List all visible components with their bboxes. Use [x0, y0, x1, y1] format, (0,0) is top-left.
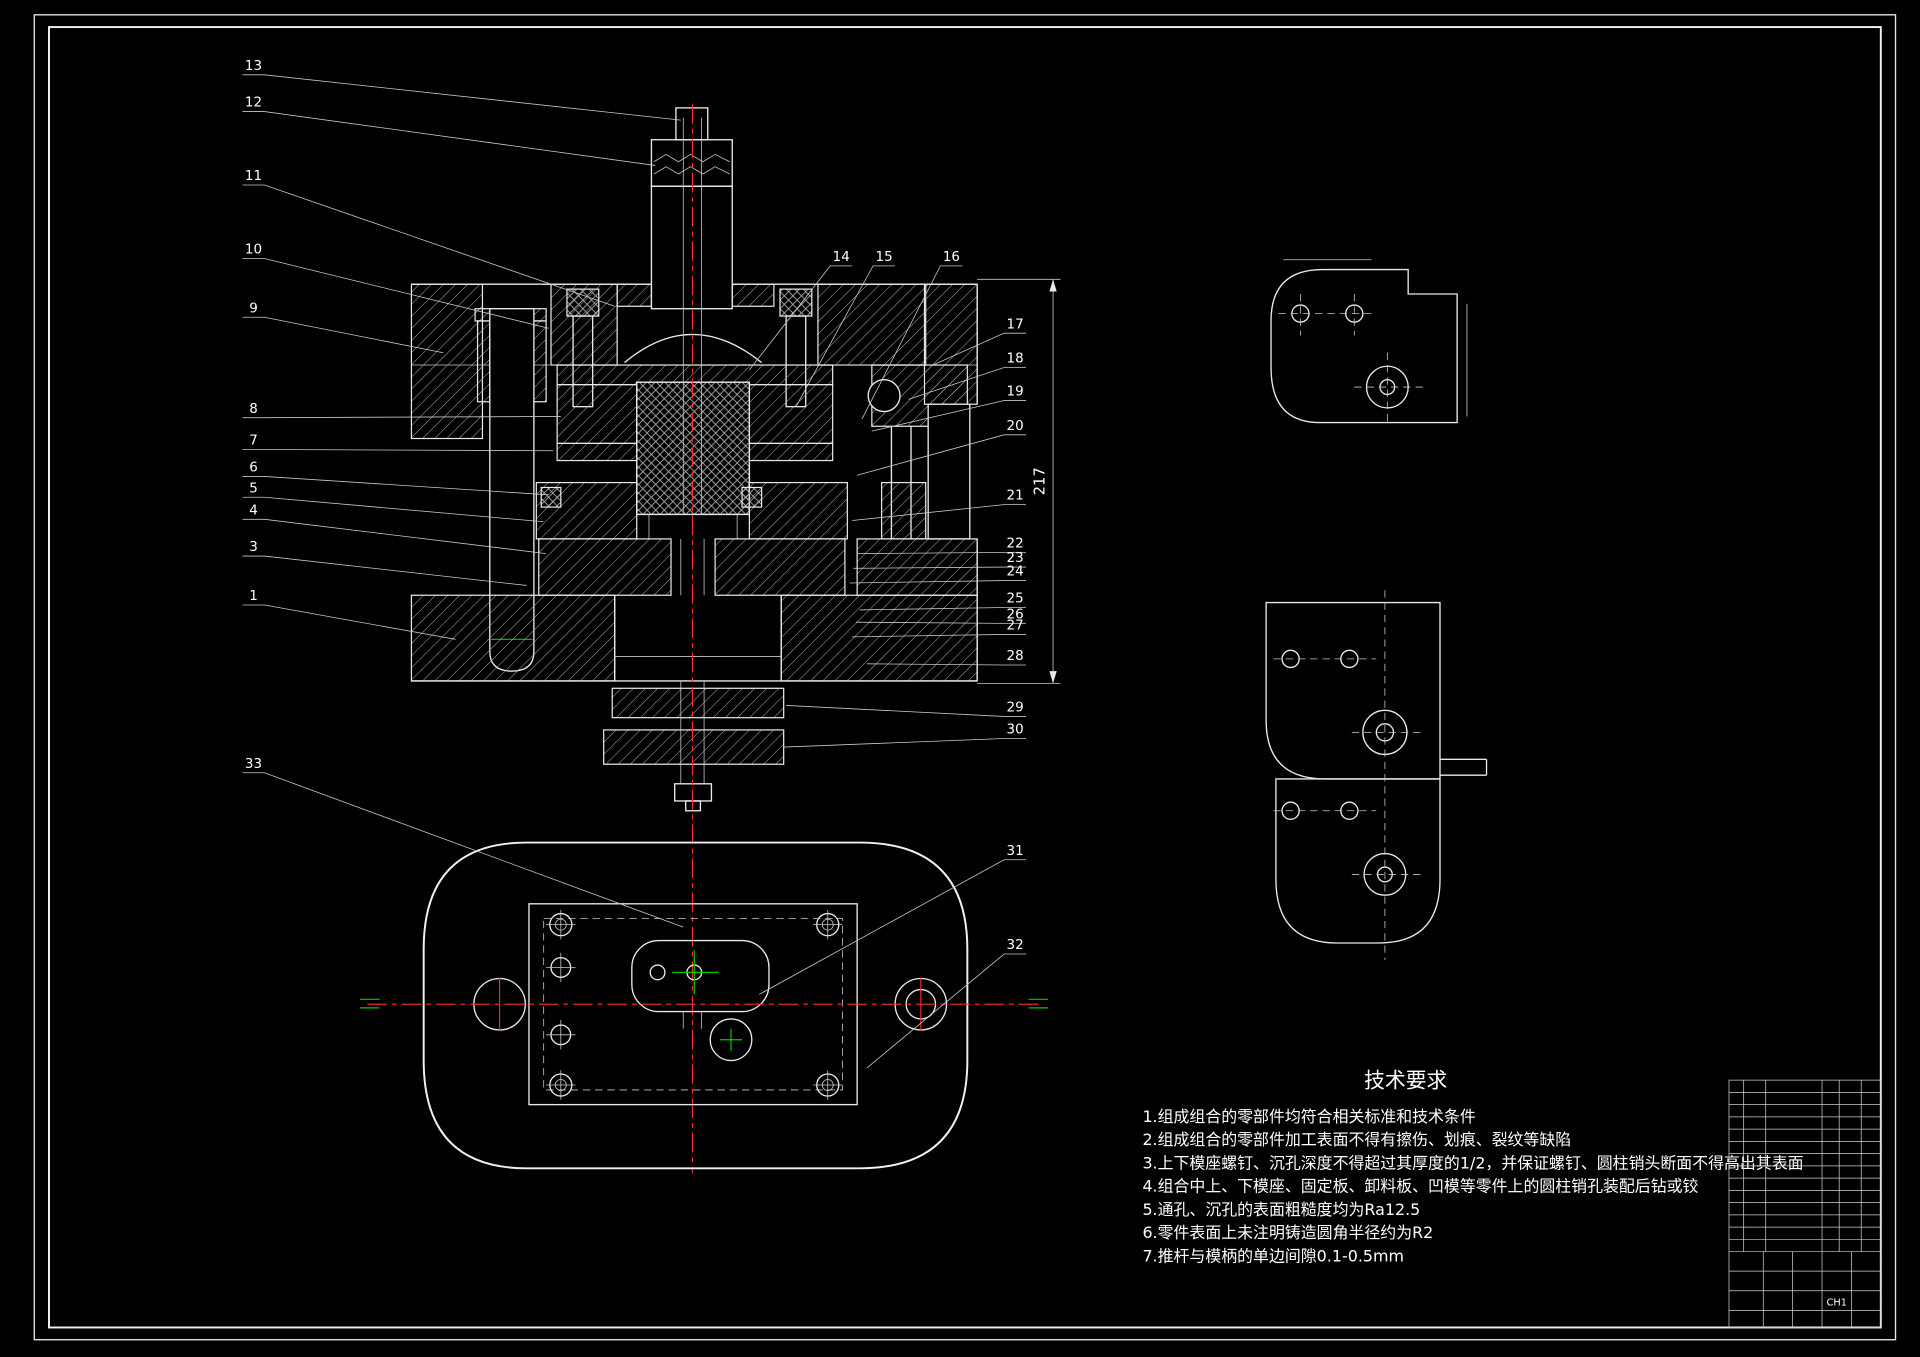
- callout-26: 26: [1007, 608, 1024, 623]
- screw-head-left: [566, 288, 600, 317]
- handle-seat-dome: [624, 333, 763, 364]
- callout-25: 25: [1007, 592, 1024, 607]
- tech-req-item-4: 4.组合中上、下模座、固定板、卸料板、凹模等零件上的圆柱销孔装配后钻或铰: [1142, 1177, 1698, 1196]
- section-cut-marks: [360, 998, 1049, 1009]
- callout-5: 5: [249, 481, 258, 496]
- title-block: CH1: [1728, 1079, 1882, 1328]
- bracket-outline-upper: [1265, 601, 1441, 780]
- right-guide-pillar: [927, 403, 971, 540]
- tech-req-item-3: 3.上下模座螺钉、沉孔深度不得超过其厚度的1/2，并保证螺钉、圆柱销头断面不得高…: [1142, 1153, 1803, 1172]
- callout-3: 3: [249, 540, 258, 555]
- callout-14: 14: [833, 250, 850, 265]
- tech-requirements-title: 技术要求: [1364, 1068, 1447, 1092]
- tech-req-item-5: 5.通孔、沉孔的表面粗糙度均为Ra12.5: [1142, 1200, 1420, 1219]
- callout-27: 27: [1007, 619, 1024, 634]
- callout-32: 32: [1007, 938, 1024, 953]
- callout-21: 21: [1007, 489, 1024, 504]
- callout-4: 4: [249, 503, 258, 518]
- callout-1: 1: [249, 589, 258, 604]
- plan-view: [360, 841, 1049, 1170]
- callout-18: 18: [1007, 352, 1024, 367]
- upper-die-shoe: [410, 283, 978, 440]
- detail-view-bottom: [1265, 590, 1488, 961]
- tech-req-item-1: 1.组成组合的零部件均符合相关标准和技术条件: [1142, 1107, 1475, 1126]
- cap-screws: [566, 288, 813, 408]
- ejector-plate-1: [611, 687, 785, 719]
- die-band: [535, 481, 848, 540]
- callout-12: 12: [245, 96, 262, 111]
- callout-9: 9: [249, 301, 258, 316]
- callout-10: 10: [245, 243, 262, 258]
- dimension-217: 217: [977, 278, 1061, 684]
- dim-217-text: 217: [1031, 467, 1048, 495]
- die-block-right: [748, 481, 848, 540]
- tech-req-item-7: 7.推杆与模柄的单边间隙0.1-0.5mm: [1142, 1246, 1404, 1265]
- main-section-view: 217: [410, 104, 1061, 1174]
- callout-6: 6: [249, 461, 258, 476]
- bracket-outline-lower: [1275, 778, 1441, 944]
- punch: [636, 381, 750, 516]
- technical-requirements: 技术要求 1.组成组合的零部件均符合相关标准和技术条件 2.组成组合的零部件加工…: [1142, 1068, 1803, 1265]
- callout-22: 22: [1007, 536, 1024, 551]
- screw-head-right: [779, 288, 813, 317]
- punch-handle: [624, 107, 763, 364]
- callout-33: 33: [245, 757, 262, 772]
- callout-17: 17: [1007, 317, 1024, 332]
- lower-plate-band: [538, 538, 846, 596]
- ejector-stack: [603, 680, 785, 812]
- callout-11: 11: [245, 169, 262, 184]
- callout-29: 29: [1007, 701, 1024, 716]
- callout-23: 23: [1007, 551, 1024, 566]
- die-cavity-slot: [631, 939, 770, 1013]
- tech-req-item-2: 2.组成组合的零部件加工表面不得有擦伤、划痕、裂纹等缺陷: [1142, 1130, 1571, 1149]
- callout-28: 28: [1007, 649, 1024, 664]
- plan-outline: [422, 841, 969, 1170]
- punch-stem: [680, 117, 705, 596]
- callout-31: 31: [1007, 844, 1024, 859]
- callout-7: 7: [249, 434, 258, 449]
- callout-15: 15: [876, 250, 893, 265]
- callout-30: 30: [1007, 723, 1024, 738]
- callout-20: 20: [1007, 419, 1024, 434]
- outer-border: [33, 14, 1897, 1341]
- drawing-code: CH1: [1827, 1297, 1847, 1308]
- detail-view-top: [1270, 259, 1468, 427]
- callout-24: 24: [1007, 565, 1024, 580]
- bracket-outline-top: [1270, 268, 1458, 424]
- callout-19: 19: [1007, 385, 1024, 400]
- plate-stack: [556, 364, 834, 516]
- callout-13: 13: [245, 59, 262, 74]
- ejector-plate-2: [603, 729, 785, 765]
- tech-req-item-6: 6.零件表面上未注明铸造圆角半径约为R2: [1142, 1223, 1433, 1242]
- callout-8: 8: [249, 402, 258, 417]
- callout-16: 16: [943, 250, 960, 265]
- inner-border: [48, 26, 1882, 1329]
- cavity-hole: [709, 1018, 753, 1062]
- callout-labels: 13 12 11 10 9 8 7 6 5 4 3 1 33 14 15 16 …: [242, 59, 1027, 1069]
- lower-die-shoe: [410, 538, 978, 682]
- right-side-components: [856, 364, 978, 596]
- bolt-holes: [546, 909, 843, 1100]
- drawing-frame: [33, 14, 1897, 1341]
- center-cavity: [631, 939, 770, 1062]
